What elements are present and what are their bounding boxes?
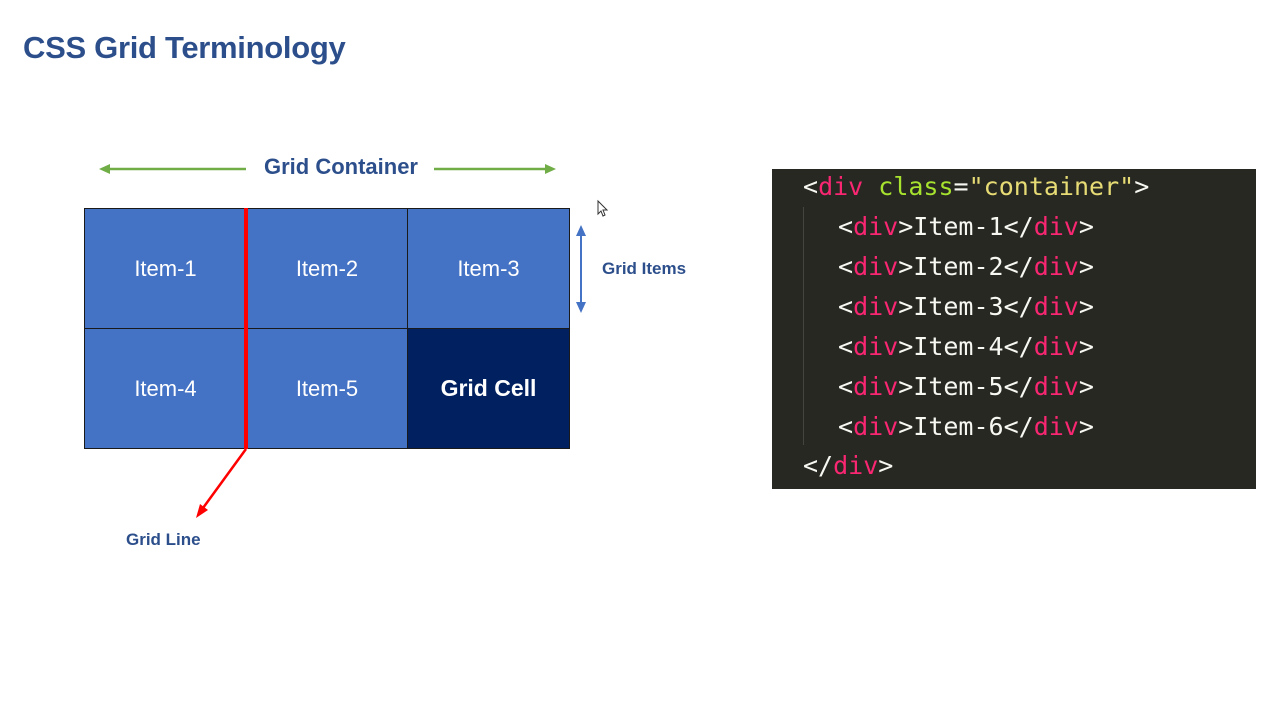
code-attr-name: class <box>878 172 954 201</box>
code-line-child: <div>Item-1</div> <box>838 212 1094 241</box>
code-child-text: Item-5 <box>913 372 1004 401</box>
grid-cell-highlight: Grid Cell <box>408 329 569 448</box>
grid-cell-item-2: Item-2 <box>247 209 408 329</box>
code-line-child: <div>Item-4</div> <box>838 332 1094 361</box>
code-child-close-tag: div <box>1033 332 1079 361</box>
grid-cell-item-4: Item-4 <box>85 329 247 448</box>
indent-guide <box>803 207 804 445</box>
slide-title: CSS Grid Terminology <box>23 30 346 65</box>
code-snippet-panel: <div class="container"> <div>Item-1</div… <box>772 169 1256 489</box>
code-line-child: <div>Item-5</div> <box>838 372 1094 401</box>
code-child-close-tag: div <box>1033 412 1079 441</box>
code-child-open-tag: div <box>853 412 899 441</box>
code-child-text: Item-3 <box>913 292 1004 321</box>
code-child-close-tag: div <box>1033 252 1079 281</box>
code-child-open-tag: div <box>853 212 899 241</box>
code-child-open-tag: div <box>853 332 899 361</box>
grid-line-label: Grid Line <box>126 530 201 549</box>
mouse-cursor-icon <box>597 199 609 217</box>
code-close-tag: div <box>833 451 879 480</box>
items-arrow <box>576 225 586 313</box>
code-attr-value: "container" <box>968 172 1135 201</box>
code-line-child: <div>Item-3</div> <box>838 292 1094 321</box>
grid-diagram: Item-1 Item-2 Item-3 Item-4 Item-5 Grid … <box>84 208 570 449</box>
code-line-child: <div>Item-6</div> <box>838 412 1094 441</box>
grid-container-label: Grid Container <box>263 154 418 179</box>
code-child-text: Item-6 <box>913 412 1004 441</box>
grid-items-label: Grid Items <box>602 259 687 278</box>
code-child-text: Item-2 <box>913 252 1004 281</box>
grid-cell-item-5: Item-5 <box>247 329 408 448</box>
code-line-close: </div> <box>803 451 894 480</box>
grid-cell-item-3: Item-3 <box>408 209 569 329</box>
code-open-tag: div <box>818 172 864 201</box>
code-line-open: <div class="container"> <box>803 172 1150 201</box>
code-child-open-tag: div <box>853 252 899 281</box>
grid-cell-item-1: Item-1 <box>85 209 247 329</box>
code-child-open-tag: div <box>853 292 899 321</box>
code-child-text: Item-4 <box>913 332 1004 361</box>
code-line-child: <div>Item-2</div> <box>838 252 1094 281</box>
code-child-close-tag: div <box>1033 212 1079 241</box>
code-child-text: Item-1 <box>913 212 1004 241</box>
code-child-open-tag: div <box>853 372 899 401</box>
code-child-close-tag: div <box>1033 372 1079 401</box>
code-child-close-tag: div <box>1033 292 1079 321</box>
